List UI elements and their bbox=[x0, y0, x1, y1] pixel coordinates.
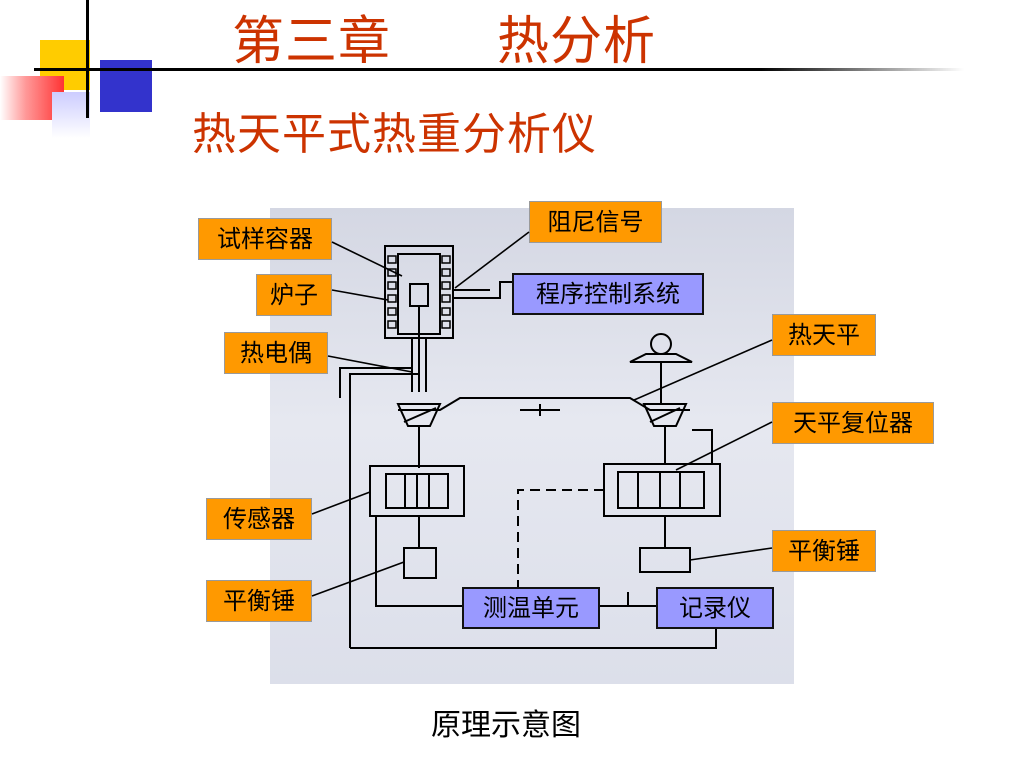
deco-horizontal-line bbox=[34, 68, 964, 71]
dashed-signal-line bbox=[517, 489, 604, 588]
sample-crucible bbox=[409, 283, 429, 307]
left-pivot bbox=[396, 403, 442, 427]
label-furnace: 炉子 bbox=[256, 274, 332, 316]
slide-title: 第三章 热分析 bbox=[232, 12, 657, 72]
label-recorder: 记录仪 bbox=[656, 587, 774, 629]
diagram-caption: 原理示意图 bbox=[431, 708, 581, 743]
left-counterweight bbox=[403, 547, 437, 579]
deco-vertical-line bbox=[86, 0, 89, 118]
label-counterweight-left: 平衡锤 bbox=[206, 580, 312, 622]
label-thermobalance: 热天平 bbox=[772, 314, 876, 356]
label-balance-reset: 天平复位器 bbox=[772, 402, 934, 444]
label-sensor: 传感器 bbox=[206, 498, 312, 540]
left-sensor bbox=[369, 465, 465, 517]
label-sample-container: 试样容器 bbox=[198, 218, 332, 260]
label-temp-unit: 测温单元 bbox=[462, 587, 600, 629]
label-damping-signal: 阻尼信号 bbox=[529, 201, 662, 243]
label-thermocouple: 热电偶 bbox=[224, 332, 328, 374]
balance-pan bbox=[629, 353, 693, 363]
slide-subtitle: 热天平式热重分析仪 bbox=[192, 109, 597, 160]
deco-lilac-gradient bbox=[52, 92, 90, 138]
label-counterweight-right: 平衡锤 bbox=[772, 530, 876, 572]
label-program-control: 程序控制系统 bbox=[512, 273, 704, 315]
right-counterweight bbox=[639, 547, 691, 573]
